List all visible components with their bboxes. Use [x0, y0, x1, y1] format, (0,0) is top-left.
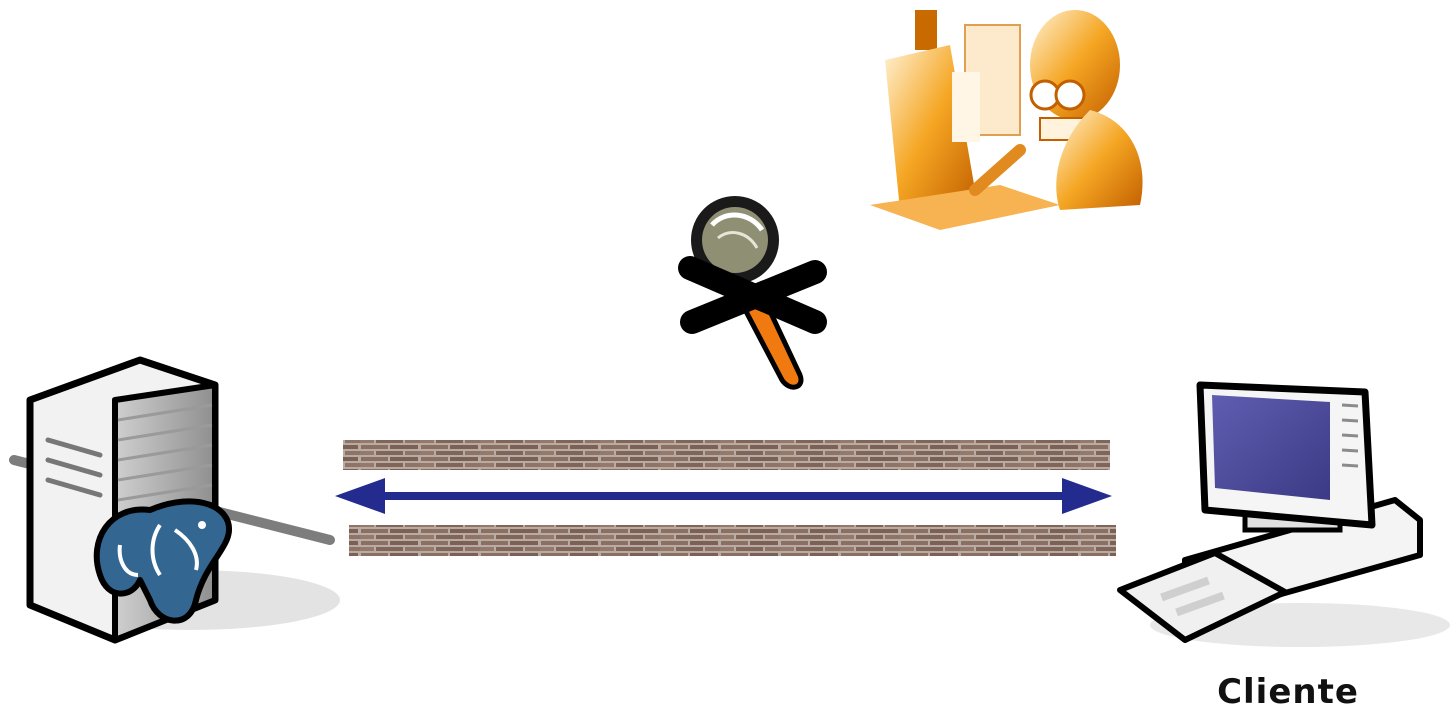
- brick-wall-bottom: [349, 525, 1116, 556]
- client-label: Cliente: [1188, 672, 1388, 712]
- double-headed-arrow: [335, 478, 1112, 514]
- hacker-at-computer-icon: [870, 10, 1143, 230]
- desktop-computer-icon: [1120, 385, 1450, 647]
- brick-wall-top: [343, 440, 1110, 470]
